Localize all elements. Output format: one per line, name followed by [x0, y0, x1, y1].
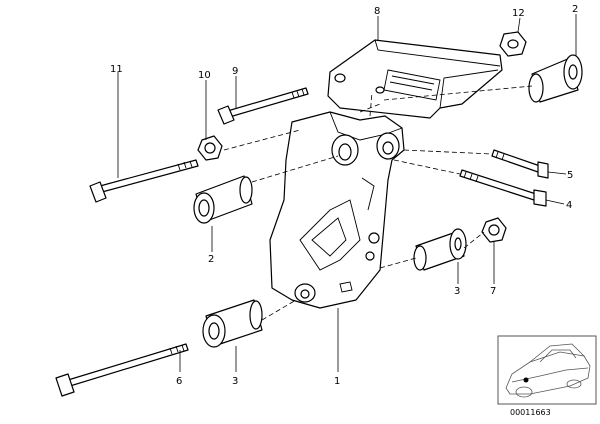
bolt-upper — [217, 87, 309, 125]
lock-nut — [197, 135, 223, 161]
flanged-bushing-lower — [202, 299, 263, 348]
callout-2-left: 2 — [208, 254, 214, 265]
bolt-right-lower — [459, 169, 547, 207]
callout-7: 7 — [490, 286, 496, 297]
main-support-bracket — [269, 111, 405, 309]
long-bolt-upper — [89, 159, 199, 203]
callout-leader-lines — [117, 14, 577, 372]
callout-3-lower: 3 — [232, 376, 238, 387]
assembly-alignment-lines — [223, 85, 533, 321]
flanged-bushing-upper — [528, 54, 583, 103]
callout-8: 8 — [374, 6, 380, 17]
callout-labels: 8 12 2 11 10 9 5 4 2 3 7 1 3 6 — [110, 4, 578, 387]
callout-6: 6 — [176, 376, 182, 387]
callout-5: 5 — [567, 170, 573, 181]
callout-11: 11 — [110, 64, 123, 75]
hex-nut-upper — [499, 31, 527, 57]
callout-4: 4 — [566, 200, 572, 211]
callout-3-right: 3 — [454, 286, 460, 297]
upper-bracket-plate — [327, 39, 503, 119]
long-bolt-lower — [55, 343, 189, 397]
callout-12: 12 — [512, 8, 525, 19]
bolt-right-upper — [491, 149, 549, 179]
callout-1: 1 — [334, 376, 340, 387]
washer — [481, 217, 507, 243]
callout-2-upper: 2 — [572, 4, 578, 15]
vehicle-locator-inset — [497, 335, 597, 405]
callout-9: 9 — [232, 66, 238, 77]
flanged-bushing-right — [413, 228, 467, 271]
callout-10: 10 — [198, 70, 211, 81]
flanged-bushing-left — [193, 175, 253, 224]
reference-number: 00011663 — [510, 408, 551, 417]
